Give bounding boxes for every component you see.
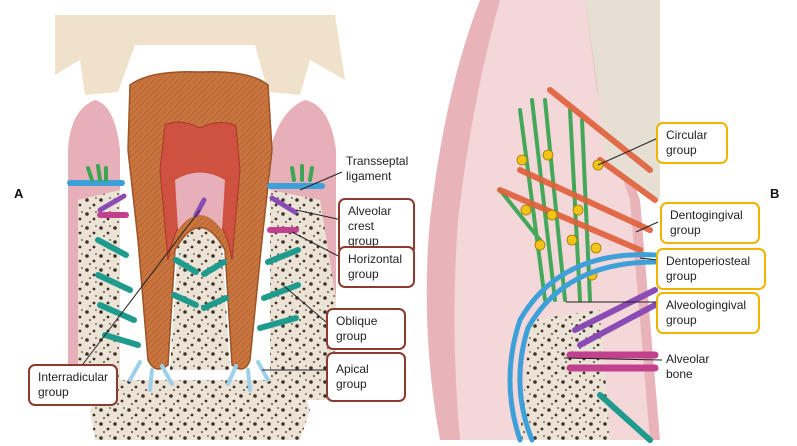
alveolar-crest-fibers xyxy=(97,193,298,218)
circular-fibers xyxy=(497,87,658,253)
label-oblique-group: Oblique group xyxy=(326,308,406,350)
neighbor-crowns xyxy=(55,15,345,95)
alveolar-bone-b xyxy=(520,310,610,440)
circular-fiber-sections xyxy=(516,149,604,281)
label-horizontal-group: Horizontal group xyxy=(338,246,415,288)
label-dentoperiosteal-group: Dentoperiosteal group xyxy=(656,248,766,290)
alveologingival-fibers xyxy=(572,287,658,348)
apical-fibers xyxy=(128,360,270,392)
label-transseptal-ligament: Transseptal ligament xyxy=(346,154,409,183)
leader-lines-a xyxy=(79,171,343,371)
panel-b-drawing xyxy=(426,0,663,443)
dentoperiosteal-fibers xyxy=(507,252,658,443)
alveolar-bone-a xyxy=(78,190,120,400)
gingival-green-fibers xyxy=(86,164,314,182)
label-circular-group: Circular group xyxy=(656,122,728,164)
tooth-surface-b xyxy=(585,0,660,200)
label-interradicular-group: Interradicular group xyxy=(28,364,118,406)
label-dentogingival-group: Dentogingival group xyxy=(660,202,760,244)
label-alveologingival-group: Alveologingival group xyxy=(656,292,760,334)
panel-a-drawing xyxy=(55,15,345,440)
transseptal-fibers xyxy=(67,180,325,189)
label-alveolar-bone: Alveolar bone xyxy=(666,352,710,381)
horizontal-fibers xyxy=(97,212,299,233)
panel-letter-a: A xyxy=(14,186,24,201)
label-alveolar-crest-group: Alveolar crest group xyxy=(338,198,415,255)
leader-lines-b xyxy=(563,137,663,361)
oblique-fibers xyxy=(95,237,301,348)
label-apical-group: Apical group xyxy=(326,352,406,402)
panel-letter-b: B xyxy=(770,186,780,201)
